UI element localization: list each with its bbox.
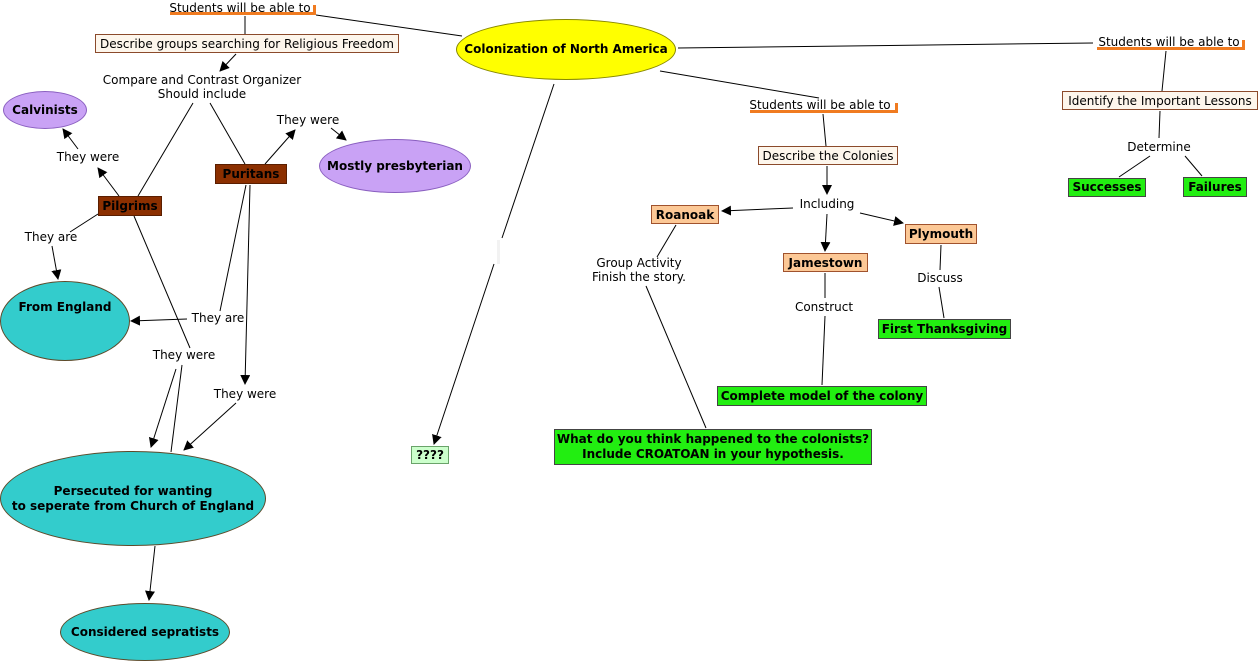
link-puritans-to-theyare <box>219 184 247 312</box>
swbat-right-underline-tick <box>1242 40 1245 50</box>
link-swbat-mid-to-describe <box>822 113 827 147</box>
pilgrims-node[interactable]: Pilgrims <box>98 196 162 216</box>
link-including-to-plymouth <box>859 212 904 226</box>
link-theywere-to-presbyterian <box>330 127 347 141</box>
swbat-mid-underline <box>750 110 898 113</box>
link-root-to-swbat-mid <box>659 70 820 99</box>
link-determine-to-successes <box>1118 155 1151 178</box>
croatoan-node[interactable]: What do you think happened to the coloni… <box>554 429 872 465</box>
roanoak-node[interactable]: Roanoak <box>651 205 719 224</box>
link-determine-to-failures <box>1184 155 1203 177</box>
they-were-presbyterian-label: They were <box>276 113 340 127</box>
link-pilgrims-to-persecuted <box>133 215 191 349</box>
link-puritans-to-theywere2 <box>240 184 251 385</box>
link-root-to-faint-stub <box>501 83 555 239</box>
link-theywere-to-persecuted-a <box>170 364 183 453</box>
group-activity-label: Group Activity Finish the story. <box>592 256 686 284</box>
they-are-puritans-label: They are <box>191 311 245 325</box>
they-were-calvinists-label: They were <box>56 150 120 164</box>
from-england-node[interactable]: From England <box>0 281 130 361</box>
they-were-pilgrims-persecuted-label: They were <box>152 348 216 362</box>
link-theywere-to-calvinists <box>62 128 79 150</box>
calvinists-node[interactable]: Calvinists <box>3 91 87 129</box>
swbat-mid-underline-tick <box>895 103 898 113</box>
link-persecuted-to-separatists <box>145 545 156 601</box>
plymouth-node[interactable]: Plymouth <box>905 224 977 244</box>
link-pilgrims-to-theywere <box>97 167 120 197</box>
swbat-right-label: Students will be able to <box>1098 34 1240 49</box>
successes-node[interactable]: Successes <box>1068 178 1146 197</box>
link-theywere2-to-persecuted <box>183 402 237 451</box>
presbyterian-node[interactable]: Mostly presbyterian <box>319 139 471 193</box>
link-root-to-swbat-right <box>677 42 1094 49</box>
swbat-left-underline-tick <box>313 5 316 15</box>
link-including-to-roanoak <box>721 205 794 216</box>
link-lessons-to-determine <box>1158 110 1161 139</box>
link-swbat-left-to-root <box>315 14 463 37</box>
they-were-puritans-persecuted-label: They were <box>213 387 277 401</box>
swbat-mid-label: Students will be able to <box>749 97 891 112</box>
discuss-label: Discuss <box>917 271 963 285</box>
failures-node[interactable]: Failures <box>1183 177 1247 197</box>
link-compare-to-puritans <box>209 102 246 165</box>
link-construct-to-model <box>821 315 826 386</box>
link-group-to-croatoan <box>645 285 707 429</box>
they-are-pilgrims-label: They are <box>24 230 78 244</box>
persecuted-node[interactable]: Persecuted for wanting to seperate from … <box>0 451 266 546</box>
compare-organizer-label: Compare and Contrast Organizer Should in… <box>102 73 302 101</box>
link-stub-to-unknown <box>432 263 495 445</box>
unknown-node[interactable]: ???? <box>411 446 449 464</box>
swbat-right-underline <box>1097 47 1245 50</box>
jamestown-node[interactable]: Jamestown <box>783 253 868 272</box>
link-compare-to-pilgrims <box>137 102 194 197</box>
root-topic-node[interactable]: Colonization of North America <box>456 19 676 80</box>
link-plymouth-to-discuss <box>939 244 942 271</box>
link-theyare-to-england <box>51 245 62 280</box>
important-lessons-node[interactable]: Identify the Important Lessons <box>1062 91 1258 110</box>
determine-label: Determine <box>1127 140 1191 154</box>
swbat-left-label: Students will be able to <box>169 0 311 15</box>
describe-colonies-node[interactable]: Describe the Colonies <box>758 146 898 165</box>
first-thanksgiving-node[interactable]: First Thanksgiving <box>878 319 1011 339</box>
link-roanoak-to-group <box>656 224 677 258</box>
link-puritans-to-theywere <box>264 129 296 165</box>
link-describe-to-compare <box>219 53 237 72</box>
link-pilgrims-to-theyare <box>69 213 99 233</box>
link-including-to-jamestown <box>820 213 831 252</box>
separatists-node[interactable]: Considered sepratists <box>60 603 230 661</box>
link-discuss-to-thanksgiving <box>938 286 945 319</box>
including-label: Including <box>799 197 855 211</box>
puritans-node[interactable]: Puritans <box>215 164 287 184</box>
link-swbat-right-to-lessons <box>1161 50 1167 92</box>
empty-node-stub <box>497 240 500 264</box>
construct-label: Construct <box>794 300 854 314</box>
link-theywere-to-persecuted-b <box>148 368 177 448</box>
model-colony-node[interactable]: Complete model of the colony <box>717 386 927 406</box>
swbat-left-underline <box>170 12 316 15</box>
describe-groups-node[interactable]: Describe groups searching for Religious … <box>95 34 399 53</box>
